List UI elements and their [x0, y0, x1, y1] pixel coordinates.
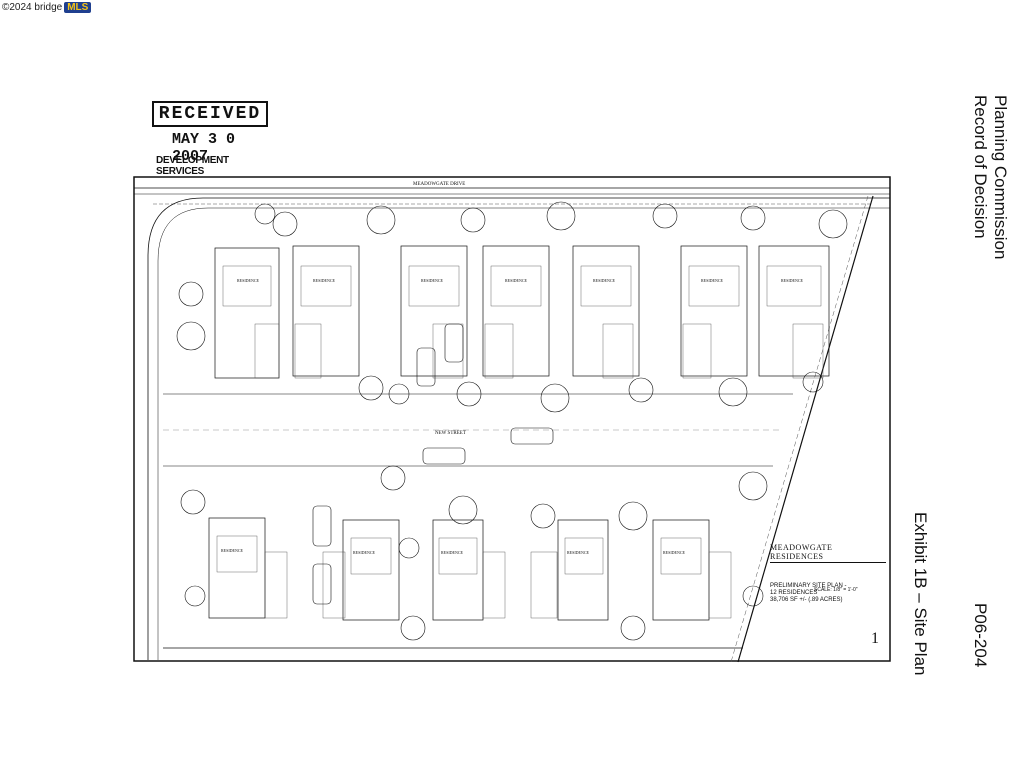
- scale-label: SCALE: 1/8" = 1'-0": [814, 587, 858, 593]
- svg-text:RESIDENCE: RESIDENCE: [663, 550, 686, 555]
- header-line-2: Record of Decision: [971, 95, 990, 239]
- bridge-mls-watermark: ©2024 bridge MLS: [2, 2, 92, 13]
- sheet-number: 1: [871, 630, 879, 647]
- plan-subtitle-3: 38,706 SF +/- (.89 ACRES): [770, 597, 843, 603]
- svg-text:RESIDENCE: RESIDENCE: [353, 550, 376, 555]
- plan-border: [133, 176, 891, 662]
- stamp-date: MAY 3 0 2007: [172, 131, 236, 165]
- svg-text:RESIDENCE: RESIDENCE: [505, 278, 528, 283]
- plan-subtitle-1: PRELIMINARY SITE PLAN -: [770, 583, 847, 589]
- trees: [176, 201, 848, 641]
- residences-top-row: [214, 245, 830, 379]
- stamp-department: DEVELOPMENT SERVICES: [156, 155, 229, 177]
- project-number: P06-204: [971, 603, 990, 668]
- residences-bottom-row: [208, 517, 710, 621]
- plan-subtitle-2: 12 RESIDENCES: [770, 590, 818, 596]
- svg-text:RESIDENCE: RESIDENCE: [313, 278, 336, 283]
- header-line-1: Planning Commission: [991, 95, 1010, 260]
- stamp-title: RECEIVED: [152, 101, 268, 127]
- svg-text:RESIDENCE: RESIDENCE: [237, 278, 260, 283]
- street-top-label: MEADOWGATE DRIVE: [413, 182, 465, 187]
- svg-text:RESIDENCE: RESIDENCE: [593, 278, 616, 283]
- planning-commission-title: Planning Commission Record of Decision: [970, 95, 1010, 259]
- mls-logo: MLS: [64, 2, 92, 13]
- plan-title-block: MEADOWGATE RESIDENCES PRELIMINARY SITE P…: [770, 543, 886, 604]
- svg-text:RESIDENCE: RESIDENCE: [701, 278, 724, 283]
- svg-text:RESIDENCE: RESIDENCE: [441, 550, 464, 555]
- east-property-line: [737, 195, 874, 663]
- parked-cars: [312, 323, 554, 605]
- svg-text:RESIDENCE: RESIDENCE: [221, 548, 244, 553]
- received-stamp: RECEIVED MAY 3 0 2007 DEVELOPMENT SERVIC…: [152, 101, 268, 177]
- watermark-text: ©2024 bridge: [2, 2, 63, 13]
- svg-text:RESIDENCE: RESIDENCE: [567, 550, 590, 555]
- project-title: MEADOWGATE RESIDENCES: [770, 543, 886, 563]
- svg-text:RESIDENCE: RESIDENCE: [421, 278, 444, 283]
- svg-text:RESIDENCE: RESIDENCE: [781, 278, 804, 283]
- exhibit-label: Exhibit 1B – Site Plan: [911, 512, 930, 676]
- new-street-label: NEW STREET: [435, 431, 466, 436]
- site-plan-drawing: MEADOWGATE DRIVE NEW STREET RESID: [133, 176, 891, 663]
